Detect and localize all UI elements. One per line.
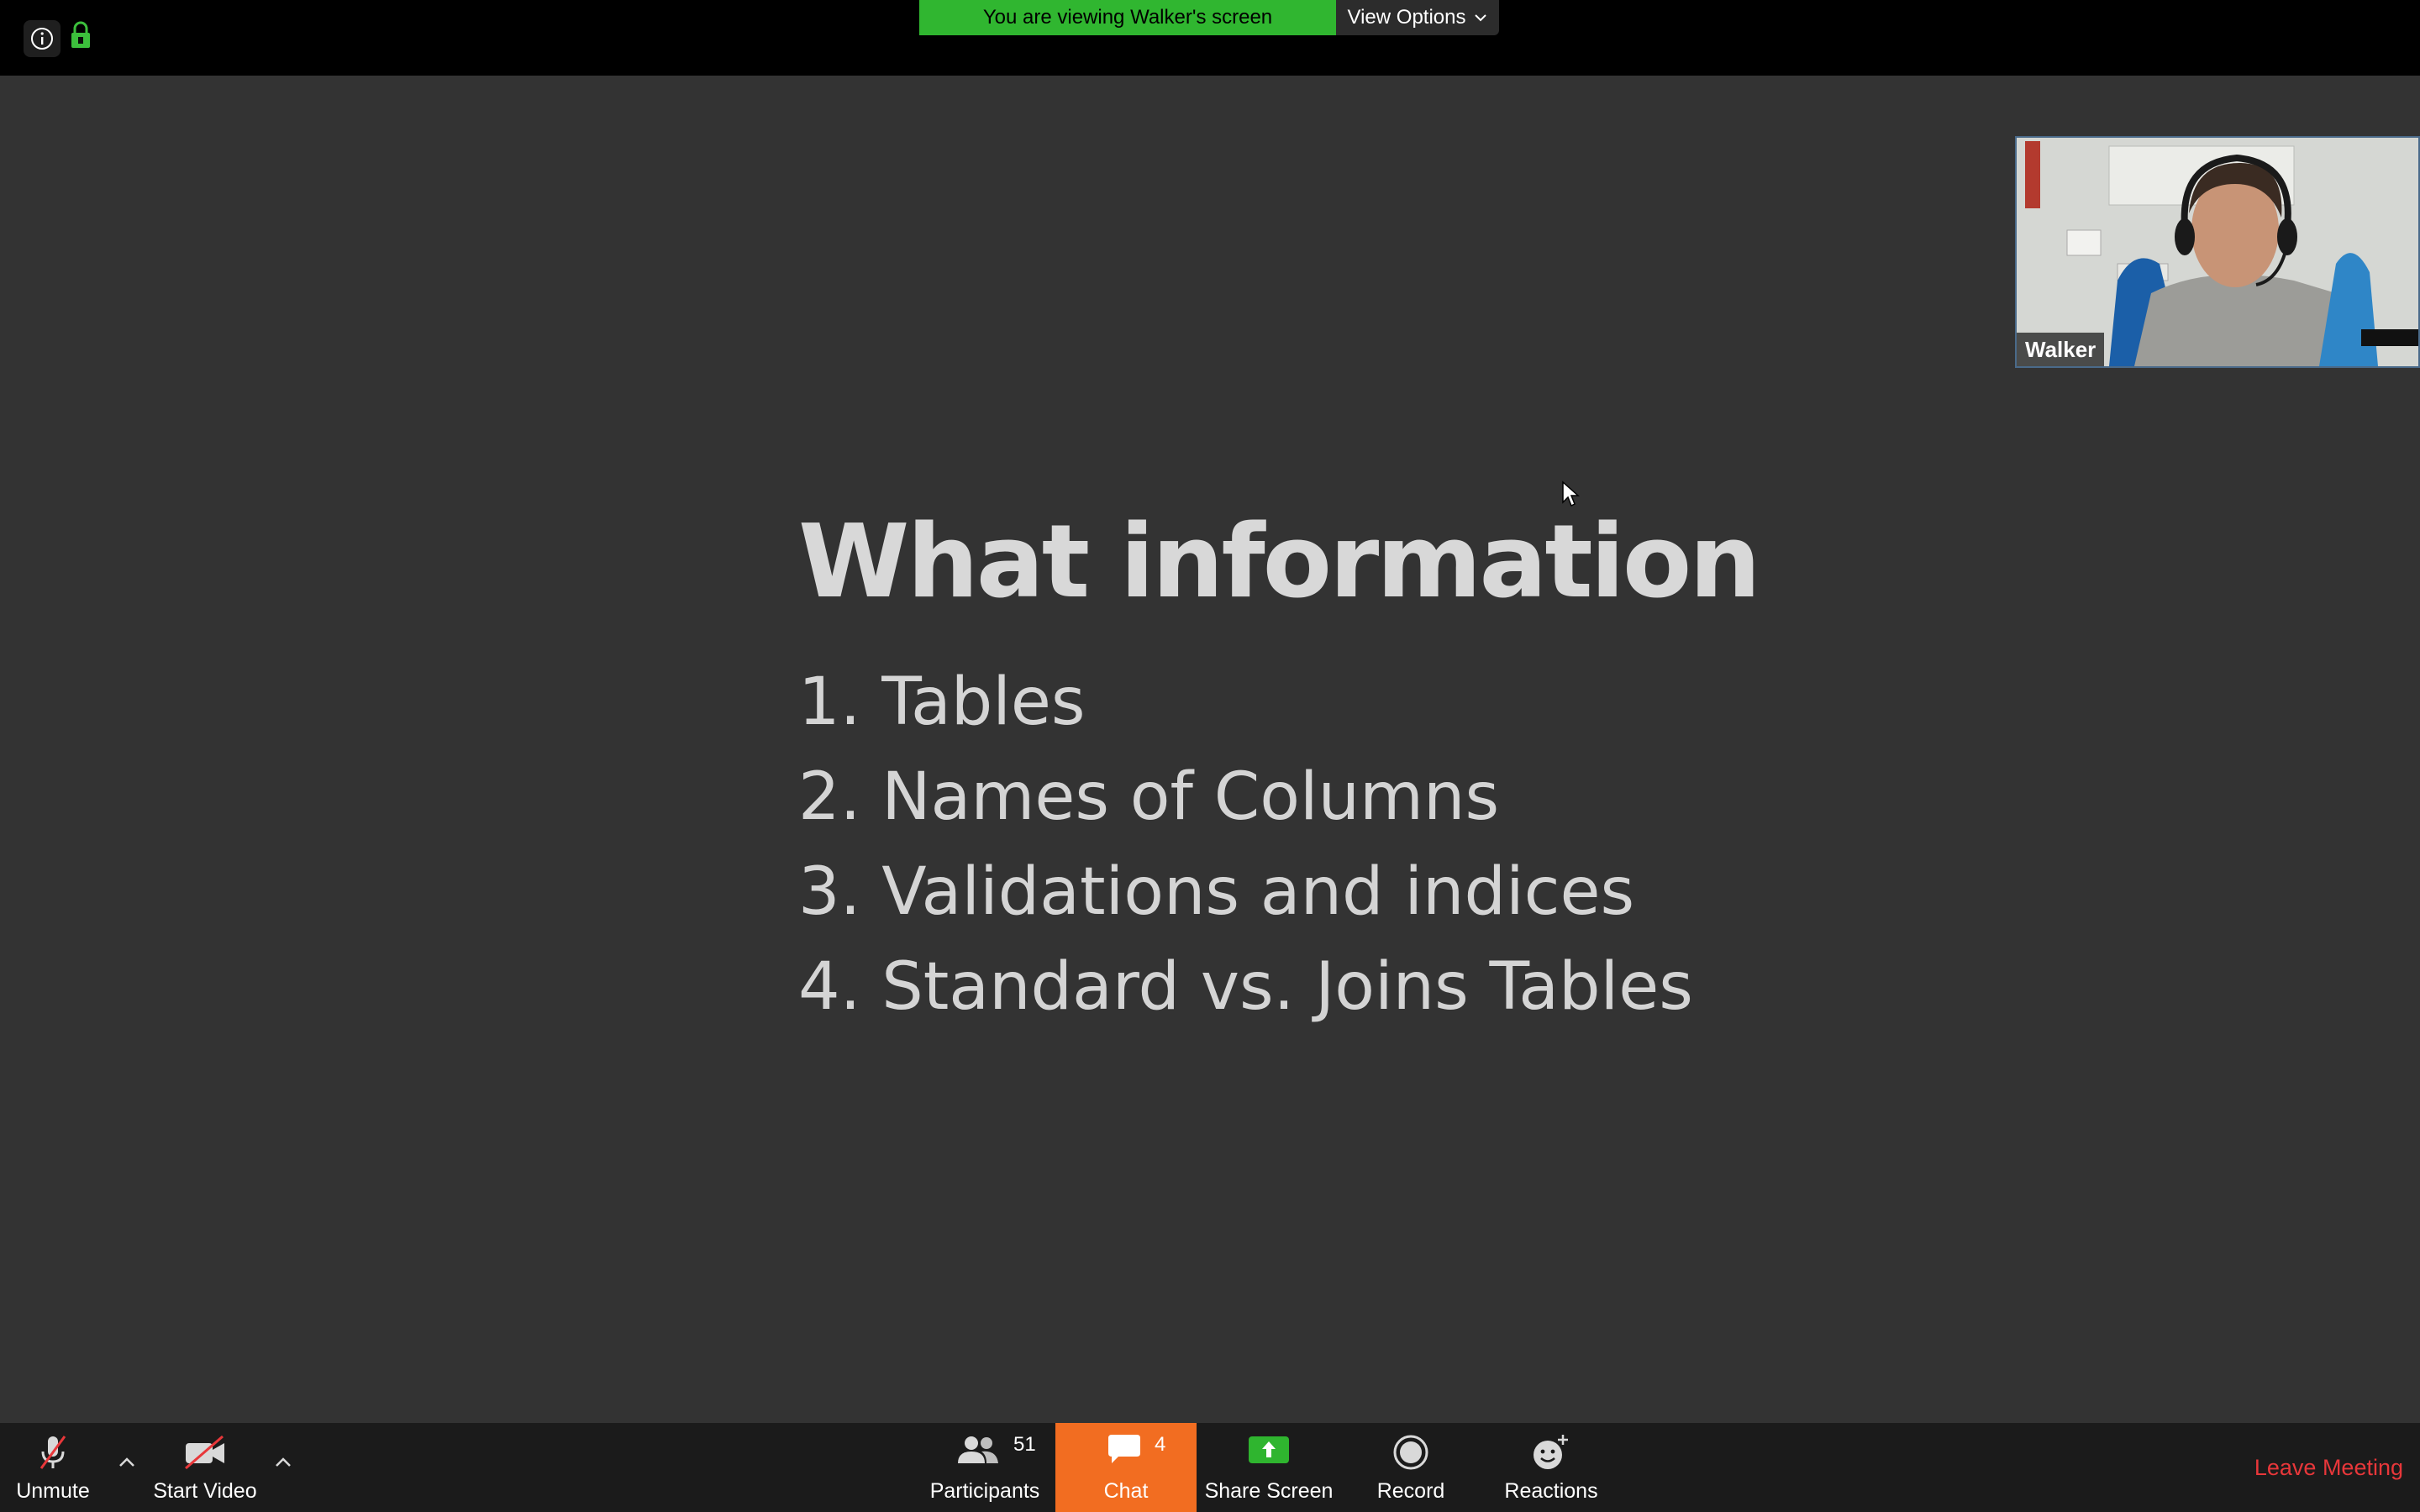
slide-list-item: 4. Standard vs. Joins Tables xyxy=(798,949,1693,1025)
leave-meeting-button[interactable]: Leave Meeting xyxy=(2254,1455,2403,1480)
info-icon xyxy=(31,28,53,50)
share-screen-button[interactable]: Share Screen xyxy=(1203,1423,1334,1512)
participant-video-tile[interactable]: Walker xyxy=(2015,136,2420,368)
microphone-muted-icon xyxy=(39,1436,66,1469)
participants-icon xyxy=(958,1436,998,1463)
participant-name-label: Walker xyxy=(2017,333,2105,366)
viewing-screen-banner: You are viewing Walker's screen xyxy=(919,0,1336,35)
record-icon xyxy=(1393,1435,1428,1470)
start-video-label: Start Video xyxy=(153,1479,257,1503)
participants-button[interactable]: 51 Participants xyxy=(926,1423,1044,1512)
start-video-button[interactable]: Start Video xyxy=(145,1423,266,1512)
video-options-caret-icon[interactable] xyxy=(271,1450,296,1475)
record-label: Record xyxy=(1376,1479,1445,1503)
unmute-label: Unmute xyxy=(16,1479,90,1503)
participants-count: 51 xyxy=(1013,1433,1036,1456)
meeting-toolbar: Unmute Start Video 51 Participants 4 Cha… xyxy=(0,1423,2420,1512)
unmute-button[interactable]: Unmute xyxy=(7,1423,99,1512)
chevron-down-icon xyxy=(1475,14,1487,22)
slide-list-item: 2. Names of Columns xyxy=(798,759,1500,835)
video-camera-off-icon xyxy=(185,1435,224,1470)
encryption-lock-icon[interactable] xyxy=(69,20,92,50)
chat-bubble-icon xyxy=(1108,1435,1140,1463)
slide-title: What information xyxy=(798,504,1761,621)
audio-options-caret-icon[interactable] xyxy=(114,1450,139,1475)
reactions-button[interactable]: Reactions xyxy=(1492,1423,1610,1512)
slide-list: 1. Tables 2. Names of Columns 3. Validat… xyxy=(798,655,1693,1035)
chat-label: Chat xyxy=(1103,1479,1149,1503)
top-bar: You are viewing Walker's screen View Opt… xyxy=(0,0,2420,76)
slide-list-item: 3. Validations and indices xyxy=(798,854,1635,930)
share-screen-icon xyxy=(1249,1436,1289,1463)
mouse-cursor-icon xyxy=(1562,480,1580,507)
meeting-info-button[interactable] xyxy=(24,20,60,57)
record-button[interactable]: Record xyxy=(1356,1423,1465,1512)
participant-video-feed xyxy=(2017,138,2418,366)
slide-list-item: 1. Tables xyxy=(798,664,1086,740)
chat-button[interactable]: 4 Chat xyxy=(1055,1423,1197,1512)
reactions-smiley-icon xyxy=(1534,1435,1568,1469)
view-options-label: View Options xyxy=(1347,6,1466,29)
view-options-button[interactable]: View Options xyxy=(1336,0,1499,35)
chat-unread-count: 4 xyxy=(1155,1433,1166,1456)
reactions-label: Reactions xyxy=(1504,1479,1598,1503)
share-screen-label: Share Screen xyxy=(1204,1479,1334,1503)
participants-label: Participants xyxy=(929,1479,1040,1503)
